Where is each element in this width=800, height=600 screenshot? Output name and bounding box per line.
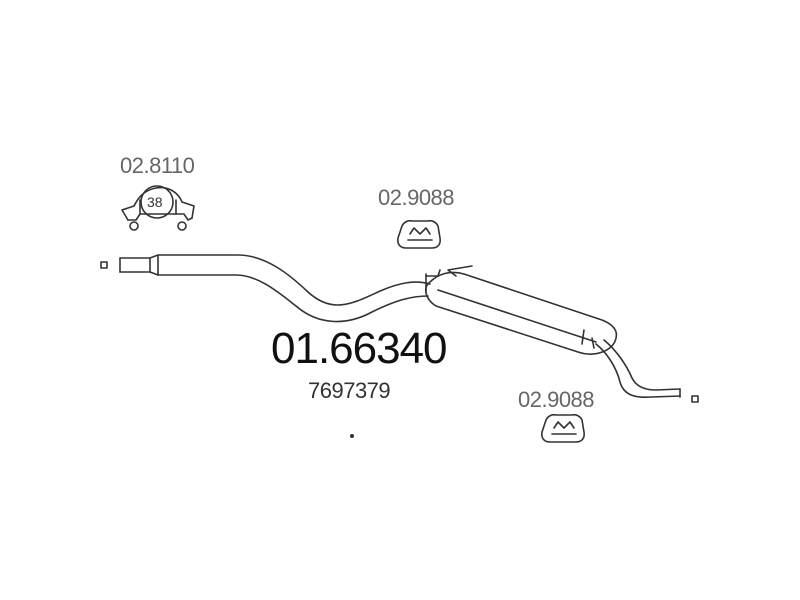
rubber-hanger-top: [397, 219, 441, 249]
pipe-end-marker-left: [100, 261, 108, 269]
tail-pipe: [595, 339, 681, 399]
clamp-part: [121, 185, 195, 231]
clamp-size-circle: [140, 185, 174, 219]
diagram-dot: [349, 433, 354, 438]
clamp-part-number: 02.8110: [120, 153, 195, 178]
hanger-bottom-part-number: 02.9088: [518, 387, 595, 412]
clamp-size-label: 38: [147, 194, 163, 210]
main-part-number: 01.66340: [271, 324, 448, 373]
rear-muffler: [424, 265, 618, 355]
hanger-top-part-number: 02.9088: [378, 185, 455, 210]
oem-number: 7697379: [308, 378, 391, 403]
rubber-hanger-bottom: [541, 413, 585, 443]
pipe-end-marker-right: [691, 395, 699, 403]
front-pipe: [119, 254, 441, 323]
